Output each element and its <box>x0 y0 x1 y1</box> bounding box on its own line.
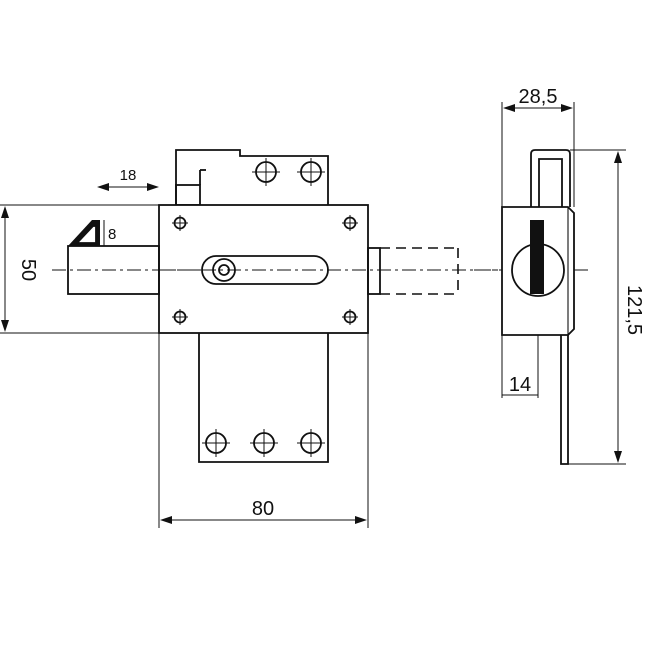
deadbolt-extended-hidden <box>380 247 459 295</box>
dimension-label-keeper-offset: 14 <box>509 374 531 396</box>
lower-strap <box>560 335 569 465</box>
dimension-label-total-height: 121,5 <box>623 285 645 335</box>
dimension-total-height: 121,5 <box>568 149 645 465</box>
body-screw <box>172 215 188 231</box>
dimension-label-height: 50 <box>17 259 39 281</box>
body-screw <box>342 309 358 325</box>
cylinder-key-slot <box>530 220 544 294</box>
dimension-bevel: 8 <box>103 220 116 246</box>
dimension-keeper-offset: 14 <box>501 335 539 398</box>
dimension-bolt-travel: 18 <box>97 167 159 191</box>
lower-mounting-plate <box>198 333 329 463</box>
upper-mounting-plate <box>175 149 329 205</box>
side-view <box>474 149 588 465</box>
dimension-label-bevel: 8 <box>108 226 116 243</box>
keeper-hook <box>530 149 571 207</box>
dimension-depth: 28,5 <box>501 86 575 207</box>
body-screw <box>342 215 358 231</box>
dimension-label-depth: 28,5 <box>519 86 558 108</box>
front-view <box>52 149 500 463</box>
dimension-label-bolt-travel: 18 <box>120 167 137 184</box>
dimension-width: 80 <box>158 333 369 528</box>
dimension-height: 50 <box>0 204 159 334</box>
deadbolt-stub <box>367 247 381 295</box>
upper-plate-notch <box>175 184 201 206</box>
dimension-label-width: 80 <box>252 498 274 520</box>
lock-body <box>158 204 369 334</box>
body-screw <box>172 309 188 325</box>
